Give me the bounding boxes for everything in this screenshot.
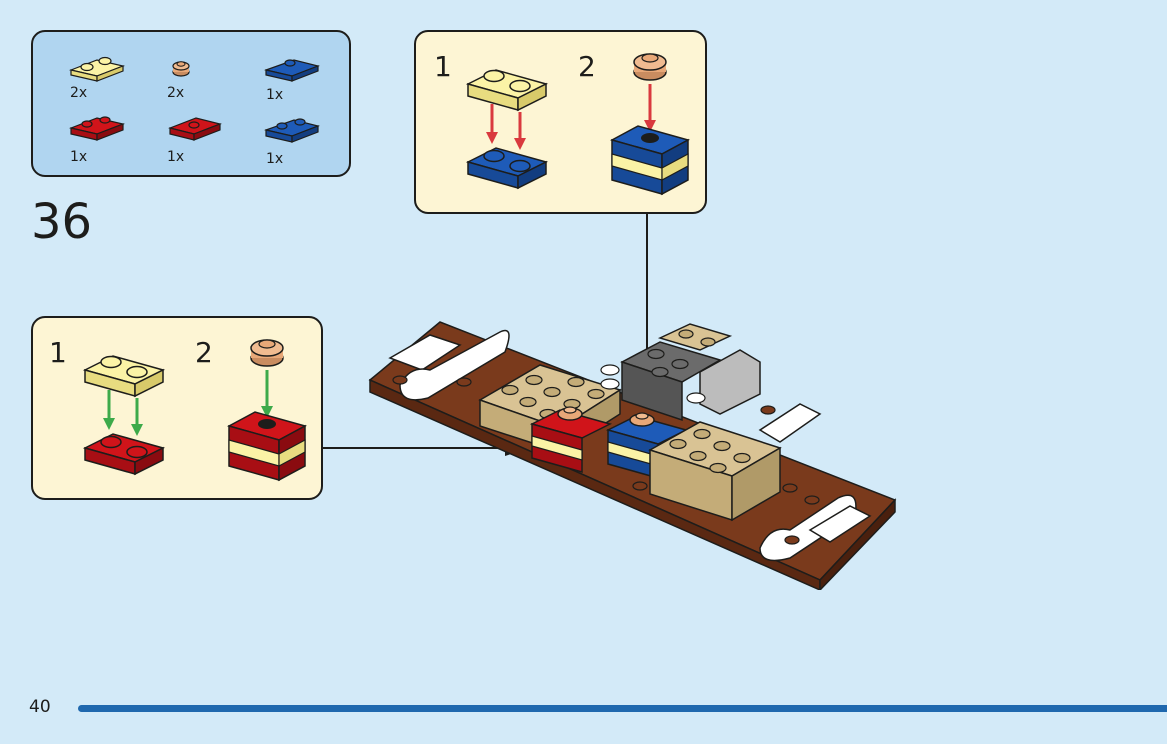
callout-substep-2: 2	[578, 50, 596, 83]
callout-substep-1: 1	[434, 50, 452, 83]
red-plate-icon	[82, 433, 166, 476]
red-plate-icon	[68, 116, 126, 141]
arrow-head	[644, 120, 656, 132]
part-qty: 1x	[266, 151, 284, 167]
yellow-plate-icon	[465, 69, 549, 112]
callout-left: 1 2	[31, 316, 323, 500]
white-tile	[808, 505, 872, 543]
tan-round-plate-icon	[172, 61, 190, 77]
parts-list: 2x 2x 1x 1x	[31, 30, 351, 177]
callout-top-illustration	[465, 53, 690, 196]
callout-left-illustration	[82, 339, 307, 482]
red-jumper-plate-icon	[168, 117, 222, 141]
model-illustration	[368, 321, 897, 590]
tan-round-plate-icon	[250, 339, 284, 367]
blue-plate-icon	[264, 59, 320, 82]
tan-round-plate-icon	[633, 53, 667, 81]
arrow-head	[261, 406, 273, 418]
part-qty: 1x	[266, 87, 284, 103]
part-blue-plate-1x2: 1x	[264, 112, 334, 172]
arrow-down-icon	[486, 104, 526, 150]
callout-top: 1 2	[414, 30, 707, 214]
white-curved-slope	[399, 329, 510, 401]
blue-plate-icon	[465, 147, 549, 190]
part-yellow-plate-1x2: 2x	[67, 48, 137, 108]
part-red-plate-jumper: 1x	[166, 112, 236, 172]
white-tile	[388, 334, 462, 371]
callout-substep-1: 1	[49, 336, 67, 369]
part-tan-round-plate: 2x	[167, 48, 237, 108]
callout-substep-2: 2	[195, 336, 213, 369]
part-red-plate-1x2: 1x	[67, 112, 137, 172]
yellow-plate-icon	[68, 56, 126, 82]
white-curved-slope	[759, 494, 857, 562]
part-qty: 1x	[70, 149, 88, 165]
blue-plate-icon	[264, 118, 320, 143]
stacked-brick-icon	[227, 411, 307, 482]
white-round-plates	[600, 364, 706, 404]
base-plate-side	[369, 378, 821, 590]
page-rule	[78, 705, 1167, 712]
step-number: 36	[31, 194, 93, 250]
white-tile	[758, 403, 822, 443]
stacked-brick-icon	[610, 125, 690, 196]
light-gray-bracket	[699, 349, 761, 415]
part-qty: 2x	[70, 85, 88, 101]
yellow-plate-icon	[82, 355, 166, 398]
brown-studs	[392, 375, 820, 545]
arrow-down-icon	[103, 390, 143, 436]
part-qty: 2x	[167, 85, 185, 101]
part-blue-plate-one-stud: 1x	[264, 48, 334, 108]
part-qty: 1x	[167, 149, 185, 165]
page-number: 40	[29, 697, 51, 717]
